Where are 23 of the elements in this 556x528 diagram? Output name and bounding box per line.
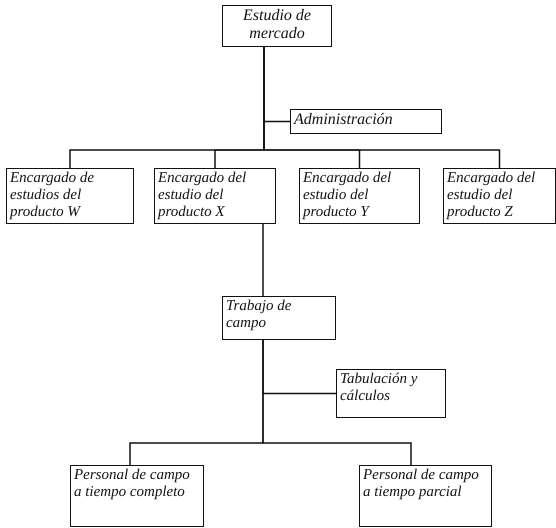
box-label: Encargado del estudio del producto Y [303,170,392,220]
box-label: Tabulación y cálculos [340,371,418,405]
box-label: Trabajo de campo [226,298,292,332]
org-box [154,168,276,224]
box-label: Personal de campo a tiempo parcial [363,467,480,501]
connector-line [263,47,500,168]
org-box [6,168,134,224]
org-box [359,465,492,527]
org-box [70,465,204,527]
box-label: Estudio de mercado [242,7,312,43]
box-label: Encargado del estudio del producto X [158,170,248,220]
org-box [336,369,446,418]
org-box [299,168,420,224]
connector-line [262,224,264,296]
org-box [222,5,332,47]
box-label: Encargado del estudio del producto Z [447,170,536,220]
box-label: Encargado de estudios del producto W [10,170,96,220]
box-label: Personal de campo a tiempo completo [74,467,191,501]
box-label: Administración [294,111,394,129]
org-box [290,109,442,134]
org-box [222,296,336,340]
org-box [443,168,556,224]
connector-line [262,340,412,465]
